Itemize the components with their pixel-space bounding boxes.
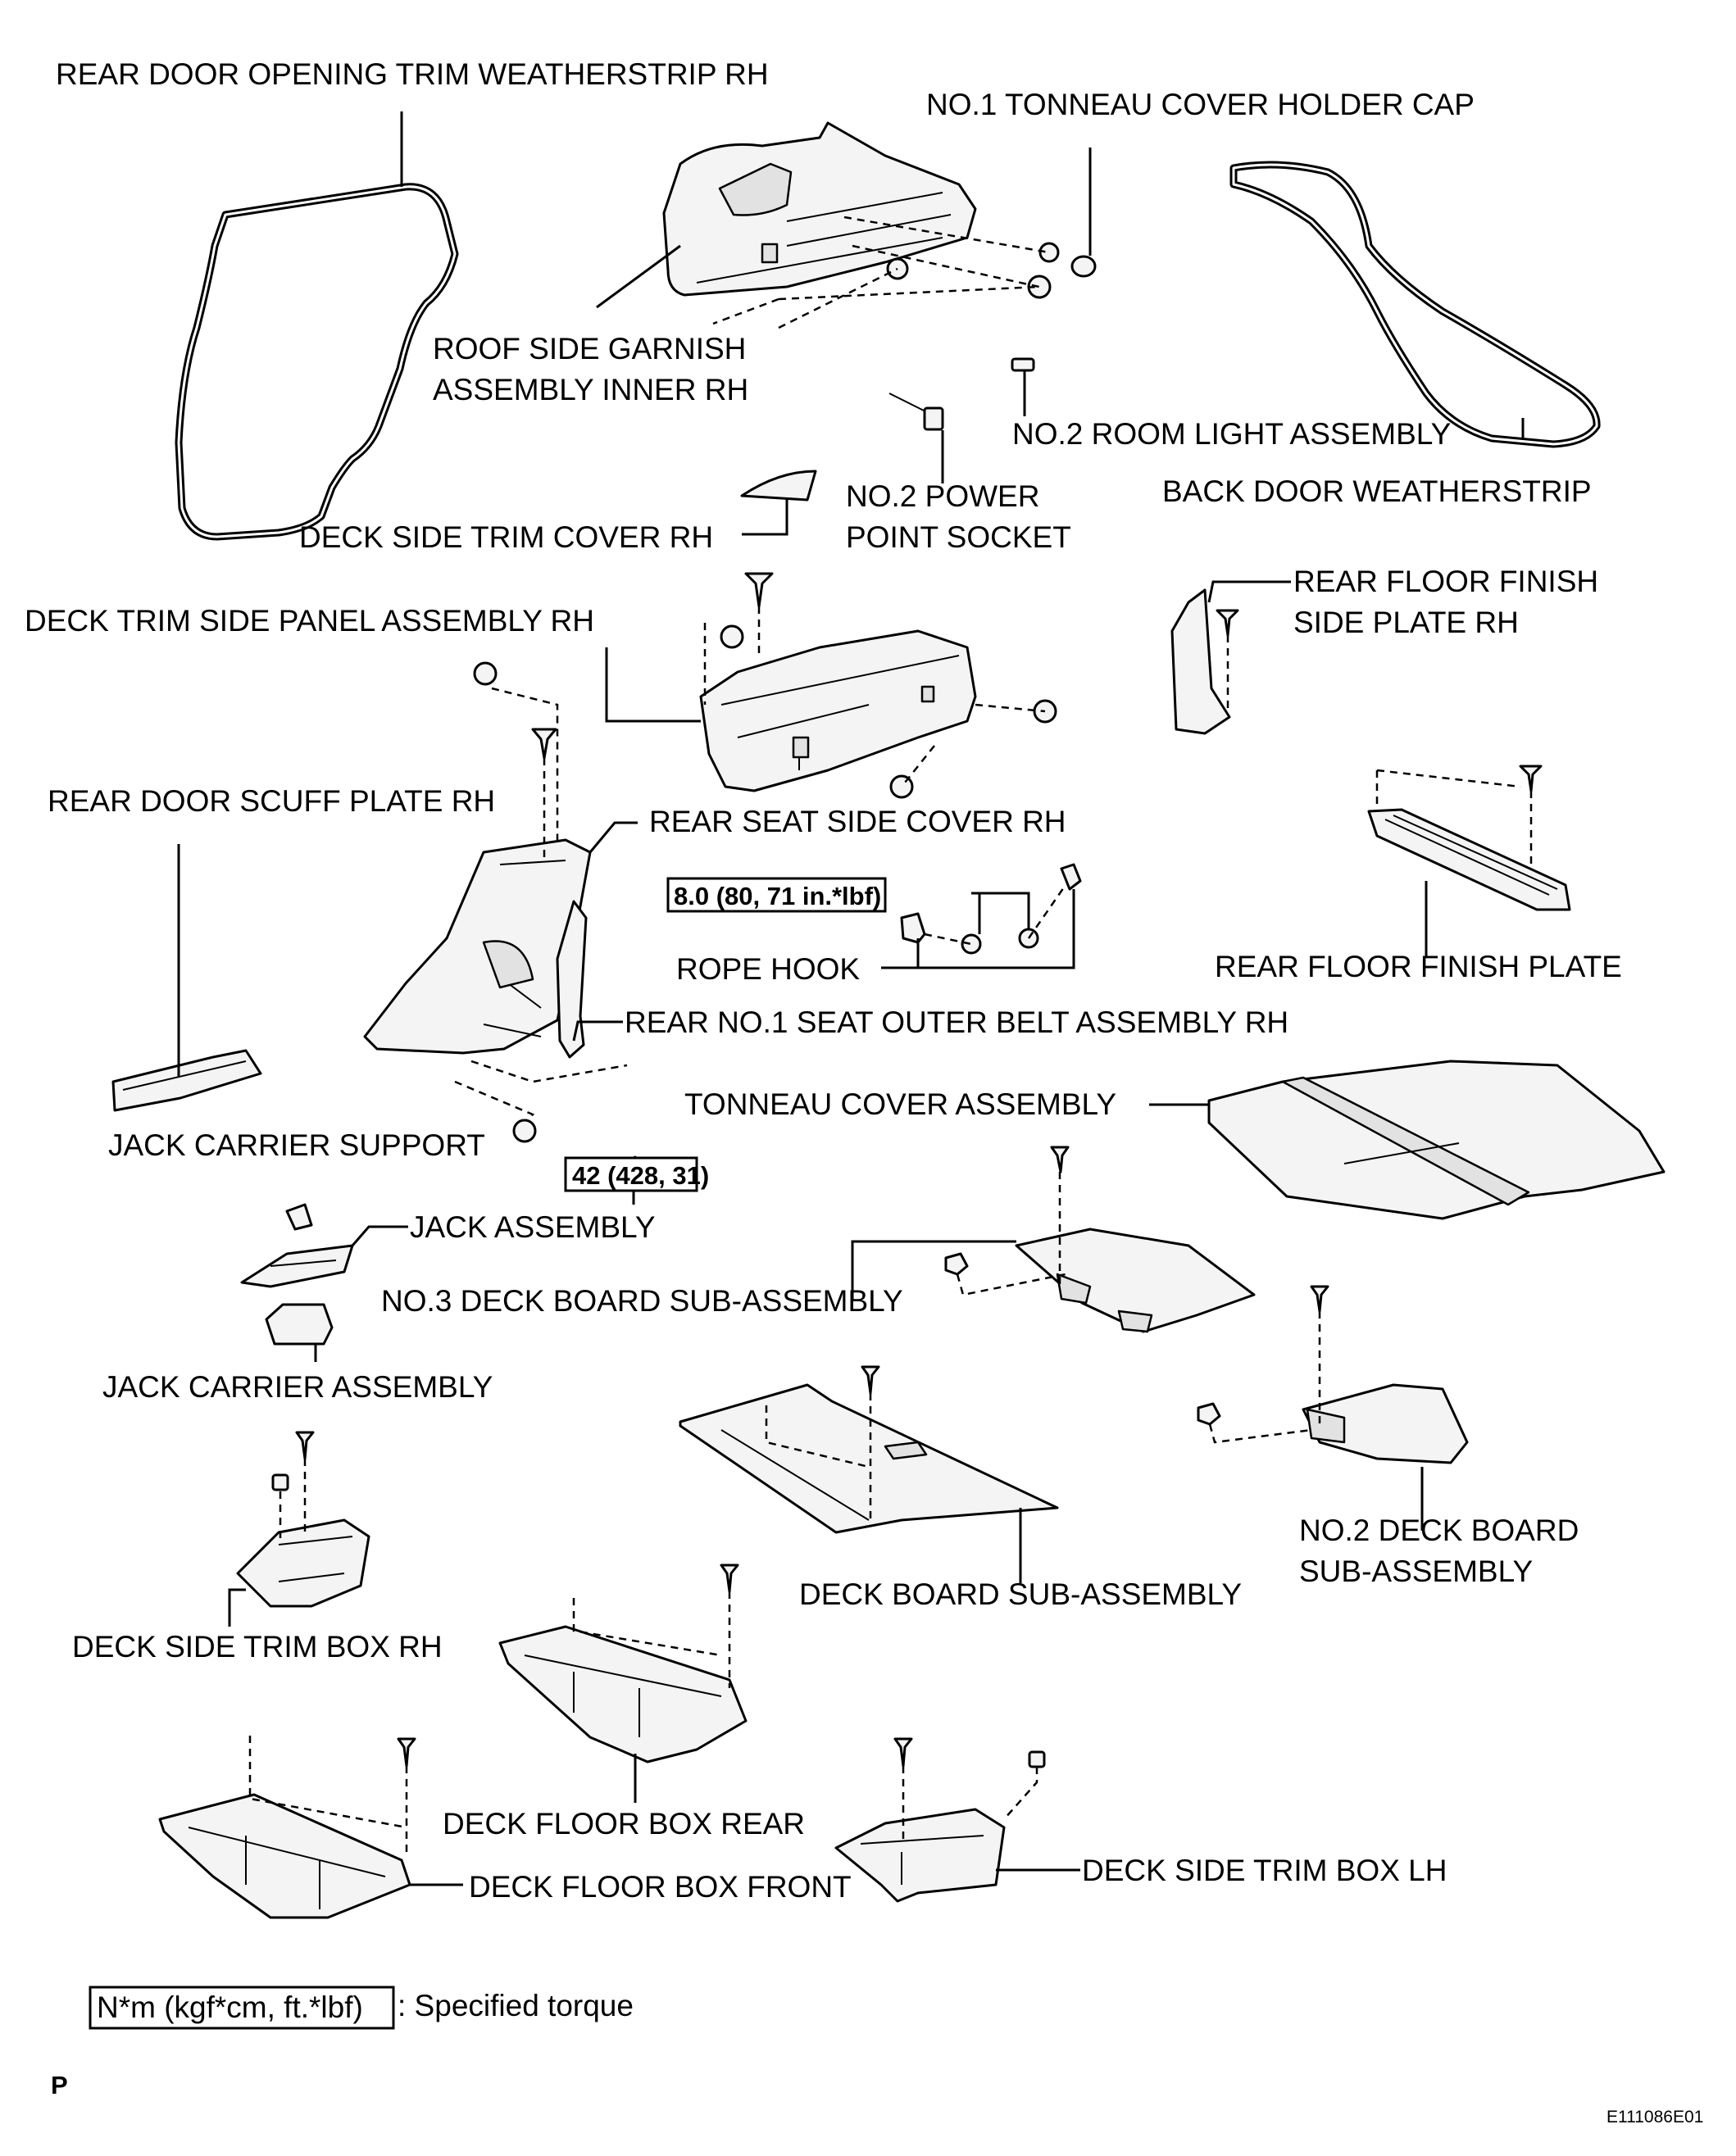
label-rear-floor-finish-plate: REAR FLOOR FINISH PLATE: [1215, 950, 1622, 983]
deck-floor-box-front-part: [158, 1793, 411, 1919]
rear-seat-belt-part: [556, 900, 588, 1059]
label-power-point-2: POINT SOCKET: [846, 520, 1071, 554]
rear-seat-side-cover-part: [363, 838, 592, 1055]
label-no2-deck-board-1: NO.2 DECK BOARD: [1299, 1514, 1579, 1547]
rear-door-scuff-part: [111, 1049, 262, 1112]
page-letter: P: [51, 2071, 68, 2099]
label-deck-side-trim-box-lh: DECK SIDE TRIM BOX LH: [1082, 1854, 1447, 1887]
label-room-light: NO.2 ROOM LIGHT ASSEMBLY: [1012, 417, 1451, 451]
leader-lines: [177, 111, 1525, 1886]
tonneau-cover-part: [1207, 1060, 1666, 1220]
figure-id: E111086E01: [1606, 2108, 1703, 2126]
power-point-socket-part: [888, 393, 944, 431]
seat-belt-torque-box: [564, 1156, 698, 1192]
jack-assembly-part: [240, 1244, 354, 1288]
label-rear-floor-side-plate-1: REAR FLOOR FINISH: [1293, 565, 1598, 598]
label-deck-trim-side-panel: DECK TRIM SIDE PANEL ASSEMBLY RH: [25, 604, 594, 638]
label-jack-carrier-assembly: JACK CARRIER ASSEMBLY: [102, 1370, 493, 1404]
rear-floor-side-plate-part: [1170, 588, 1231, 735]
legend-unit-text: N*m (kgf*cm, ft.*lbf): [97, 1990, 363, 2024]
deck-trim-side-panel-part: [699, 629, 977, 792]
labels: REAR DOOR OPENING TRIM WEATHERSTRIP RH N…: [25, 57, 1622, 1904]
label-deck-side-trim-cover: DECK SIDE TRIM COVER RH: [299, 520, 713, 554]
label-no3-deck-board: NO.3 DECK BOARD SUB-ASSEMBLY: [381, 1284, 903, 1318]
deck-floor-box-rear-part: [498, 1625, 748, 1763]
label-rear-seat-side-cover: REAR SEAT SIDE COVER RH: [649, 805, 1066, 838]
label-tonneau-holder-cap: NO.1 TONNEAU COVER HOLDER CAP: [926, 88, 1475, 121]
legend-description: : Specified torque: [398, 1989, 634, 2022]
label-rear-door-weatherstrip: REAR DOOR OPENING TRIM WEATHERSTRIP RH: [56, 57, 769, 91]
rope-hook-torque-box: [666, 877, 887, 913]
label-tonneau-cover: TONNEAU COVER ASSEMBLY: [684, 1087, 1116, 1121]
deck-side-trim-box-lh-part: [834, 1808, 1006, 1903]
label-rope-hook: ROPE HOOK: [676, 952, 860, 986]
no2-deck-board-part: [1302, 1383, 1469, 1464]
roof-side-garnish-part: [662, 121, 977, 297]
label-no2-deck-board-2: SUB-ASSEMBLY: [1299, 1555, 1533, 1588]
seat-belt-torque: 42 (428, 31): [572, 1161, 709, 1190]
jack-carrier-assembly-part: [265, 1303, 334, 1346]
label-power-point-1: NO.2 POWER: [846, 479, 1039, 513]
label-roof-side-garnish-1: ROOF SIDE GARNISH: [433, 332, 746, 365]
deck-side-trim-cover-part: [740, 470, 817, 502]
label-rear-seat-belt: REAR NO.1 SEAT OUTER BELT ASSEMBLY RH: [625, 1005, 1288, 1039]
label-rear-door-scuff: REAR DOOR SCUFF PLATE RH: [48, 784, 495, 818]
label-roof-side-garnish-2: ASSEMBLY INNER RH: [433, 373, 748, 406]
label-deck-side-trim-box-rh: DECK SIDE TRIM BOX RH: [72, 1630, 443, 1664]
label-rear-floor-side-plate-2: SIDE PLATE RH: [1293, 606, 1519, 639]
rear-door-weatherstrip-part: [175, 183, 459, 541]
label-jack-assembly: JACK ASSEMBLY: [410, 1210, 656, 1244]
deck-board-part: [679, 1383, 1059, 1534]
rope-hook-torque: 8.0 (80, 71 in.*lbf): [674, 882, 881, 910]
rear-floor-finish-plate-part: [1367, 808, 1571, 911]
deck-side-trim-box-rh-part: [236, 1518, 370, 1608]
label-deck-floor-box-rear: DECK FLOOR BOX REAR: [443, 1807, 805, 1841]
label-back-door-weatherstrip: BACK DOOR WEATHERSTRIP: [1162, 474, 1592, 508]
tonneau-holder-cap-part: [1070, 255, 1097, 278]
jack-carrier-support-part: [285, 1203, 313, 1231]
no3-deck-board-part: [1015, 1228, 1256, 1333]
rope-hook-part: [900, 863, 1082, 955]
torque-legend: N*m (kgf*cm, ft.*lbf) : Specified torque: [89, 1986, 634, 2030]
label-deck-board: DECK BOARD SUB-ASSEMBLY: [799, 1577, 1242, 1611]
label-deck-floor-box-front: DECK FLOOR BOX FRONT: [469, 1870, 852, 1904]
room-light-part: [1011, 357, 1035, 372]
label-jack-carrier-support: JACK CARRIER SUPPORT: [108, 1128, 485, 1162]
back-door-weatherstrip-part: [1229, 161, 1601, 448]
legend-unit-box: [89, 1986, 395, 2030]
